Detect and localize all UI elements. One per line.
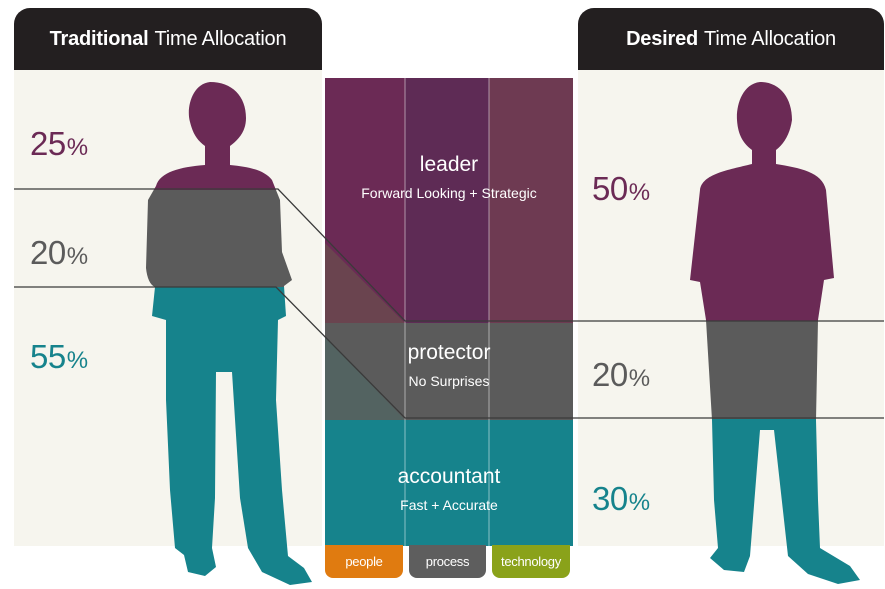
traditional-protector-value: 20 (30, 234, 66, 271)
percent-symbol: % (66, 134, 88, 161)
protector-description: No Surprises (408, 373, 490, 389)
desired-leader-value: 50 (592, 170, 628, 207)
traditional-header-rest: Time Allocation (154, 27, 287, 50)
technology-tag: technology (492, 545, 570, 578)
process-band-leader (405, 78, 489, 323)
traditional-accountant-value: 55 (30, 338, 66, 375)
protector-name: protector (407, 341, 491, 364)
desired-header-bold: Desired (626, 27, 699, 50)
traditional-header-bold: Traditional (49, 27, 149, 50)
leader-name: leader (419, 153, 479, 176)
lower-connector (14, 286, 884, 419)
traditional-protector-percent: 20% (30, 236, 88, 269)
desired-leader-percent: 50% (592, 172, 650, 205)
protector-label: protector No Surprises (325, 341, 573, 389)
percent-symbol: % (628, 179, 650, 206)
desired-header-rest: Time Allocation (704, 27, 836, 50)
upper-connector (14, 188, 884, 322)
traditional-leader-value: 25 (30, 125, 66, 162)
desired-accountant-percent: 30% (592, 482, 650, 515)
percent-symbol: % (628, 365, 650, 392)
desired-protector-percent: 20% (592, 358, 650, 391)
protector-transition-gray (325, 243, 405, 323)
technology-band-leader (489, 78, 573, 323)
traditional-leader-percent: 25% (30, 127, 88, 160)
allocation-connectors (14, 188, 884, 419)
traditional-header: Traditional Time Allocation (14, 8, 322, 70)
desired-accountant-value: 30 (592, 480, 628, 517)
desired-header: Desired Time Allocation (578, 8, 884, 70)
traditional-accountant-percent: 55% (30, 340, 88, 373)
leader-label: leader Forward Looking + Strategic (325, 153, 573, 201)
percent-symbol: % (66, 243, 88, 270)
accountant-description: Fast + Accurate (400, 497, 498, 513)
leader-description: Forward Looking + Strategic (361, 185, 537, 201)
people-tag: people (325, 545, 403, 578)
accountant-band (325, 420, 573, 546)
accountant-label: accountant Fast + Accurate (325, 465, 573, 513)
percent-symbol: % (628, 489, 650, 516)
accountant-name: accountant (397, 465, 501, 488)
process-tag: process (409, 545, 486, 578)
desired-protector-value: 20 (592, 356, 628, 393)
percent-symbol: % (66, 347, 88, 374)
